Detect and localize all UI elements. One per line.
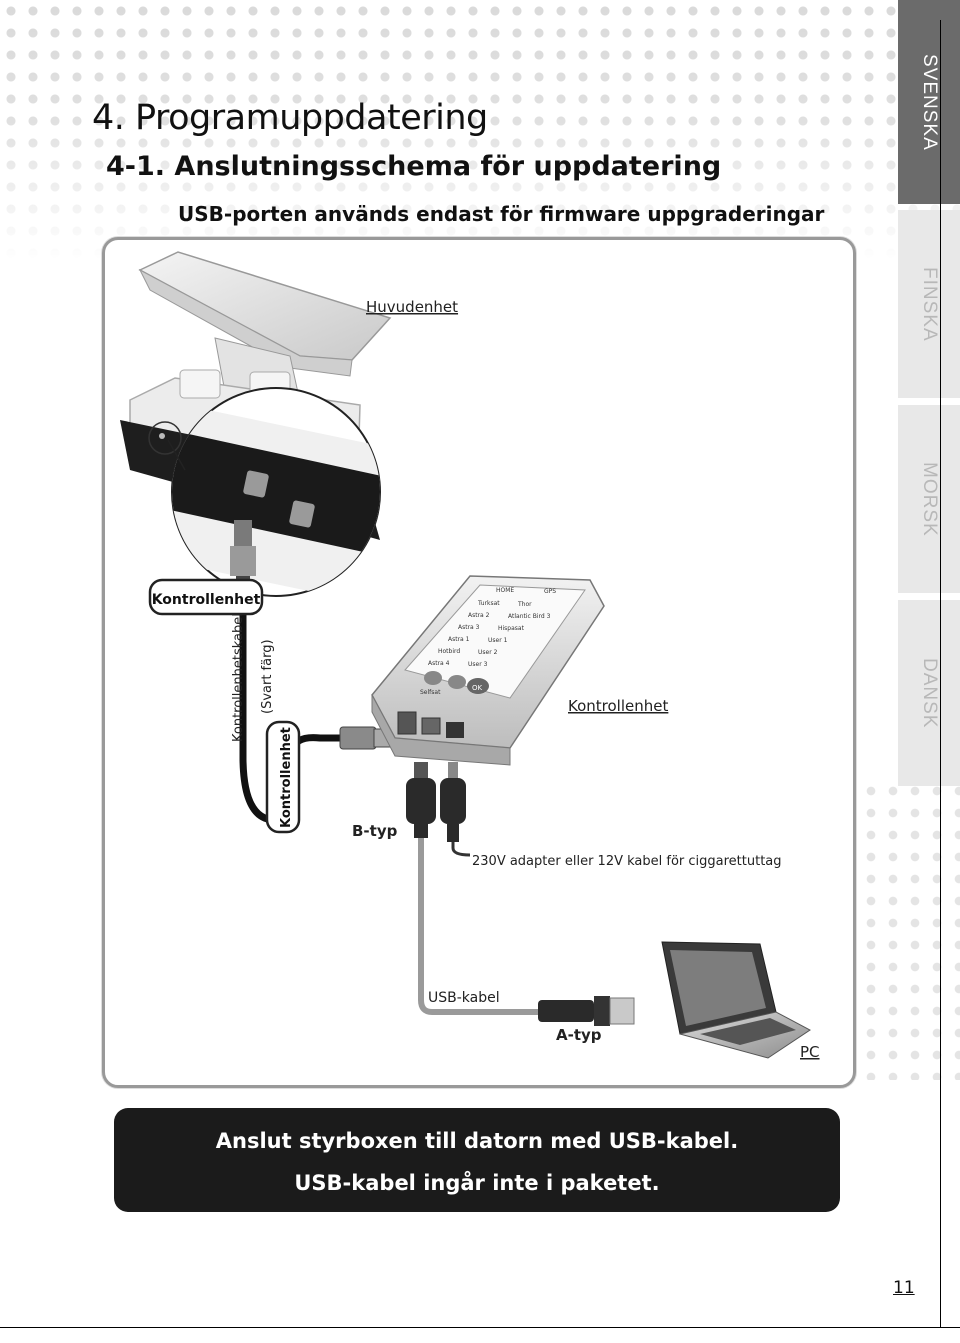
head-unit-label: Huvudenhet [366, 298, 458, 316]
tab-label: MORSK [919, 461, 940, 537]
page-number: 11 [893, 1278, 915, 1298]
controller-label: Kontrollenhet [568, 697, 668, 715]
screen-btn-gps: GPS [544, 588, 556, 595]
language-tabs: SVENSKA FINSKA MORSK DANSK [898, 0, 960, 1343]
subtitle: USB-porten används endast för firmware u… [178, 202, 825, 226]
laptop-illustration [661, 941, 811, 1059]
dot-pattern-fade [0, 0, 960, 262]
usb-cable-label: USB-kabel [428, 990, 500, 1006]
screen-row-right: User 3 [468, 661, 488, 668]
cable-color-note: (Svart färg) [260, 639, 275, 714]
power-plug-illustration [440, 762, 471, 857]
controller-tag-text: Kontrollenhet [152, 592, 261, 608]
usb-a-plug-illustration [538, 996, 635, 1026]
a-type-label: A-typ [556, 1026, 602, 1044]
tab-svenska[interactable]: SVENSKA [898, 0, 960, 204]
caption-line-1: Anslut styrboxen till datorn med USB-kab… [215, 1129, 739, 1153]
tab-dansk[interactable]: DANSK [898, 600, 960, 786]
screen-row-right: User 1 [488, 637, 508, 644]
screen-row-right: Thor [517, 601, 532, 608]
screen-brand: Selfsat [420, 689, 441, 696]
controller-tag-vertical-text: Kontrollenhet [279, 727, 294, 828]
subsection-title: 4-1. Anslutningsschema för uppdatering [106, 151, 722, 182]
screen-row-left: Astra 4 [428, 660, 450, 667]
pc-label: PC [800, 1043, 820, 1061]
tab-label: SVENSKA [919, 53, 940, 151]
screen-btn-home: HOME [496, 587, 514, 594]
tab-label: DANSK [919, 657, 940, 729]
tab-morsk[interactable]: MORSK [898, 405, 960, 593]
controller-tag: Kontrollenhet [148, 578, 264, 616]
screen-row-right: Hispasat [498, 625, 525, 632]
page-right-rule [940, 20, 941, 1327]
connector-zoom-circle [167, 387, 381, 597]
screen-row-left: Astra 1 [448, 636, 470, 643]
caption-line-2: USB-kabel ingår inte i paketet. [294, 1171, 660, 1195]
dot-pattern-right [860, 780, 960, 1080]
b-type-label: B-typ [352, 822, 398, 840]
caption-box: Anslut styrboxen till datorn med USB-kab… [114, 1108, 840, 1212]
tab-label: FINSKA [919, 266, 940, 342]
power-label: 230V adapter eller 12V kabel för ciggare… [472, 854, 782, 869]
screen-row-right: User 2 [478, 649, 498, 656]
controller-illustration [371, 575, 605, 766]
screen-row-left: Turksat [477, 600, 500, 607]
controller-cable-label: Kontrollenhetskabel [231, 613, 246, 742]
tab-finska[interactable]: FINSKA [898, 210, 960, 398]
controller-tag-vertical: Kontrollenhet [265, 720, 301, 834]
usb-b-plug-illustration [406, 762, 540, 1015]
screen-row-left: Hotbird [438, 648, 460, 655]
screen-row-right: Atlantic Bird 3 [508, 613, 551, 620]
section-title: 4. Programuppdatering [92, 98, 488, 138]
controller-screen-text: HOME GPS Turksat Thor Astra 2 Atlantic B… [420, 587, 556, 696]
screen-ok-label: OK [472, 684, 483, 692]
page-bottom-rule [0, 1327, 960, 1328]
screen-row-left: Astra 2 [468, 612, 490, 619]
screen-row-left: Astra 3 [458, 624, 480, 631]
